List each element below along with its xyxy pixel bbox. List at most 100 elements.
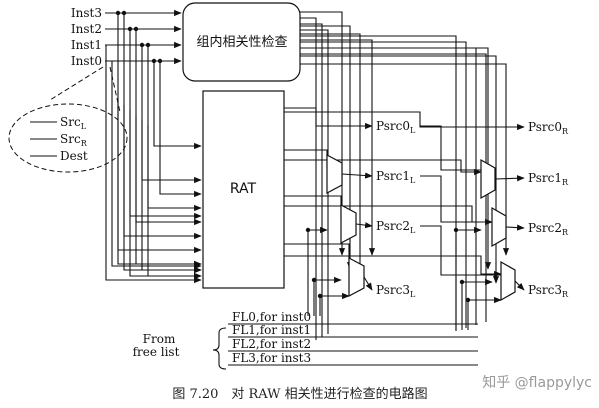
start-main: Psrc0	[376, 119, 410, 133]
mux-right-2	[491, 206, 507, 248]
mux-left-out-0	[341, 172, 373, 179]
rat-bus-wire-2	[129, 110, 202, 280]
start: Psrc3L	[376, 283, 416, 299]
fl-feed-left-0	[307, 226, 328, 316]
start-main: Psrc1	[376, 169, 410, 183]
mux-right-out-2	[514, 280, 525, 291]
junction-dots	[115, 10, 471, 303]
fl-feed-left-2	[319, 292, 350, 316]
rat-out-mux-left-1	[284, 195, 342, 218]
rat-out-psrc0-left	[284, 107, 373, 130]
wire-junction-dot	[139, 42, 145, 48]
cross-feed-1	[420, 175, 492, 223]
mux-left-3	[348, 257, 365, 297]
rat-src-wire-3	[159, 61, 202, 198]
start-main: Src	[60, 132, 81, 146]
dep-select-wire-4	[300, 41, 467, 328]
free-list-entry-3: FL3,for inst3	[232, 351, 311, 365]
start: Psrc1R	[528, 171, 569, 187]
rat-out-mux-right-2	[284, 255, 502, 278]
start-subscript: L	[410, 126, 416, 135]
rat-dest-wire-3	[153, 61, 202, 150]
rat-block	[202, 90, 285, 289]
start: Psrc2R	[528, 221, 569, 237]
watermark: 知乎 @flappylyc	[482, 374, 592, 391]
start-main: Psrc2	[376, 219, 410, 233]
mux-right-out-0	[494, 175, 525, 182]
rat-extra-wire-0	[111, 61, 202, 270]
start-subscript: L	[410, 226, 416, 235]
start: SrcL	[60, 115, 87, 131]
dep-chain-wire-5	[300, 55, 500, 284]
mux-left-2	[340, 204, 357, 244]
dep-chain-wire-1	[300, 25, 354, 270]
start: Dest	[60, 149, 88, 163]
wire-junction-dot	[151, 58, 157, 64]
start-subscript: R	[562, 178, 569, 187]
wire-junction-dot	[311, 277, 317, 283]
dep-select-wire-2	[300, 29, 329, 334]
start: SrcR	[60, 132, 88, 148]
start-main: Psrc0	[528, 120, 562, 134]
start: Psrc0R	[528, 120, 569, 136]
wire-junction-dot	[305, 227, 311, 233]
dep-chain-wire-3	[300, 39, 376, 256]
dependency-check-block	[182, 2, 301, 82]
start-subscript: R	[81, 139, 88, 148]
wire-junction-dot	[317, 293, 323, 299]
input-label-inst1: Inst1	[71, 38, 102, 52]
rat-out-mux-right-0	[284, 159, 482, 176]
start-main: Src	[60, 115, 81, 129]
rat-label: RAT	[230, 181, 257, 197]
mux-left-1	[326, 154, 343, 194]
start-subscript: R	[562, 228, 569, 237]
start: Psrc3R	[528, 283, 569, 299]
figure-caption: 图 7.20 对 RAW 相关性进行检查的电路图	[172, 386, 427, 402]
wire-junction-dot	[133, 26, 139, 32]
wire-junction-dot	[157, 58, 163, 64]
start-subscript: L	[81, 122, 87, 131]
dep-select-wire-1	[300, 23, 323, 337]
mux-right-out-1	[505, 224, 525, 231]
dependency-check-label: 组内相关性检查	[196, 34, 287, 50]
mux-left-out-2	[363, 276, 373, 291]
start-subscript: R	[562, 290, 569, 299]
rat-out-psrc0-right	[284, 111, 525, 131]
start: Psrc0L	[376, 119, 416, 135]
cross-feed-2	[420, 225, 501, 276]
wire-group	[30, 9, 525, 366]
free-list-brace	[212, 327, 227, 370]
start-main: Psrc3	[376, 283, 410, 297]
wire-junction-dot	[145, 42, 151, 48]
rat-extra-wire-1	[105, 45, 202, 284]
label-group: Inst3Inst2Inst1Inst0SrcLSrcRDestPsrc0LPs…	[60, 6, 592, 402]
free-list-label-list: free list	[133, 345, 180, 359]
start-subscript: L	[410, 290, 416, 299]
wire-junction-dot	[459, 279, 465, 285]
callout-leader-left	[49, 66, 104, 101]
cross-feed-0	[420, 125, 481, 171]
wire-junction-dot	[115, 10, 121, 16]
mux-left-out-1	[355, 222, 373, 229]
fl-feed-right-2	[467, 296, 502, 330]
rat-out-mux-left-0	[284, 149, 328, 168]
inst-field-callout	[8, 103, 128, 173]
input-label-inst3: Inst3	[71, 6, 102, 20]
dep-chain-wire-2	[300, 33, 364, 284]
input-label-inst0: Inst0	[71, 54, 102, 68]
free-list-entry-0: FL0,for inst0	[232, 310, 311, 324]
free-list-entry-2: FL2,for inst2	[232, 337, 311, 351]
free-list-label-from: From	[143, 332, 176, 346]
wire-junction-dot	[127, 26, 133, 32]
start-main: Dest	[60, 149, 88, 163]
rat-bus-wire-5	[147, 125, 202, 280]
dep-chain-wire-6	[300, 63, 510, 256]
wire-junction-dot	[121, 10, 127, 16]
start: Psrc1L	[376, 169, 416, 185]
start-main: Psrc3	[528, 283, 562, 297]
dep-select-wire-6	[300, 53, 487, 322]
input-label-inst2: Inst2	[71, 22, 102, 36]
start-subscript: L	[410, 176, 416, 185]
free-list-entry-1: FL1,for inst1	[232, 323, 311, 337]
